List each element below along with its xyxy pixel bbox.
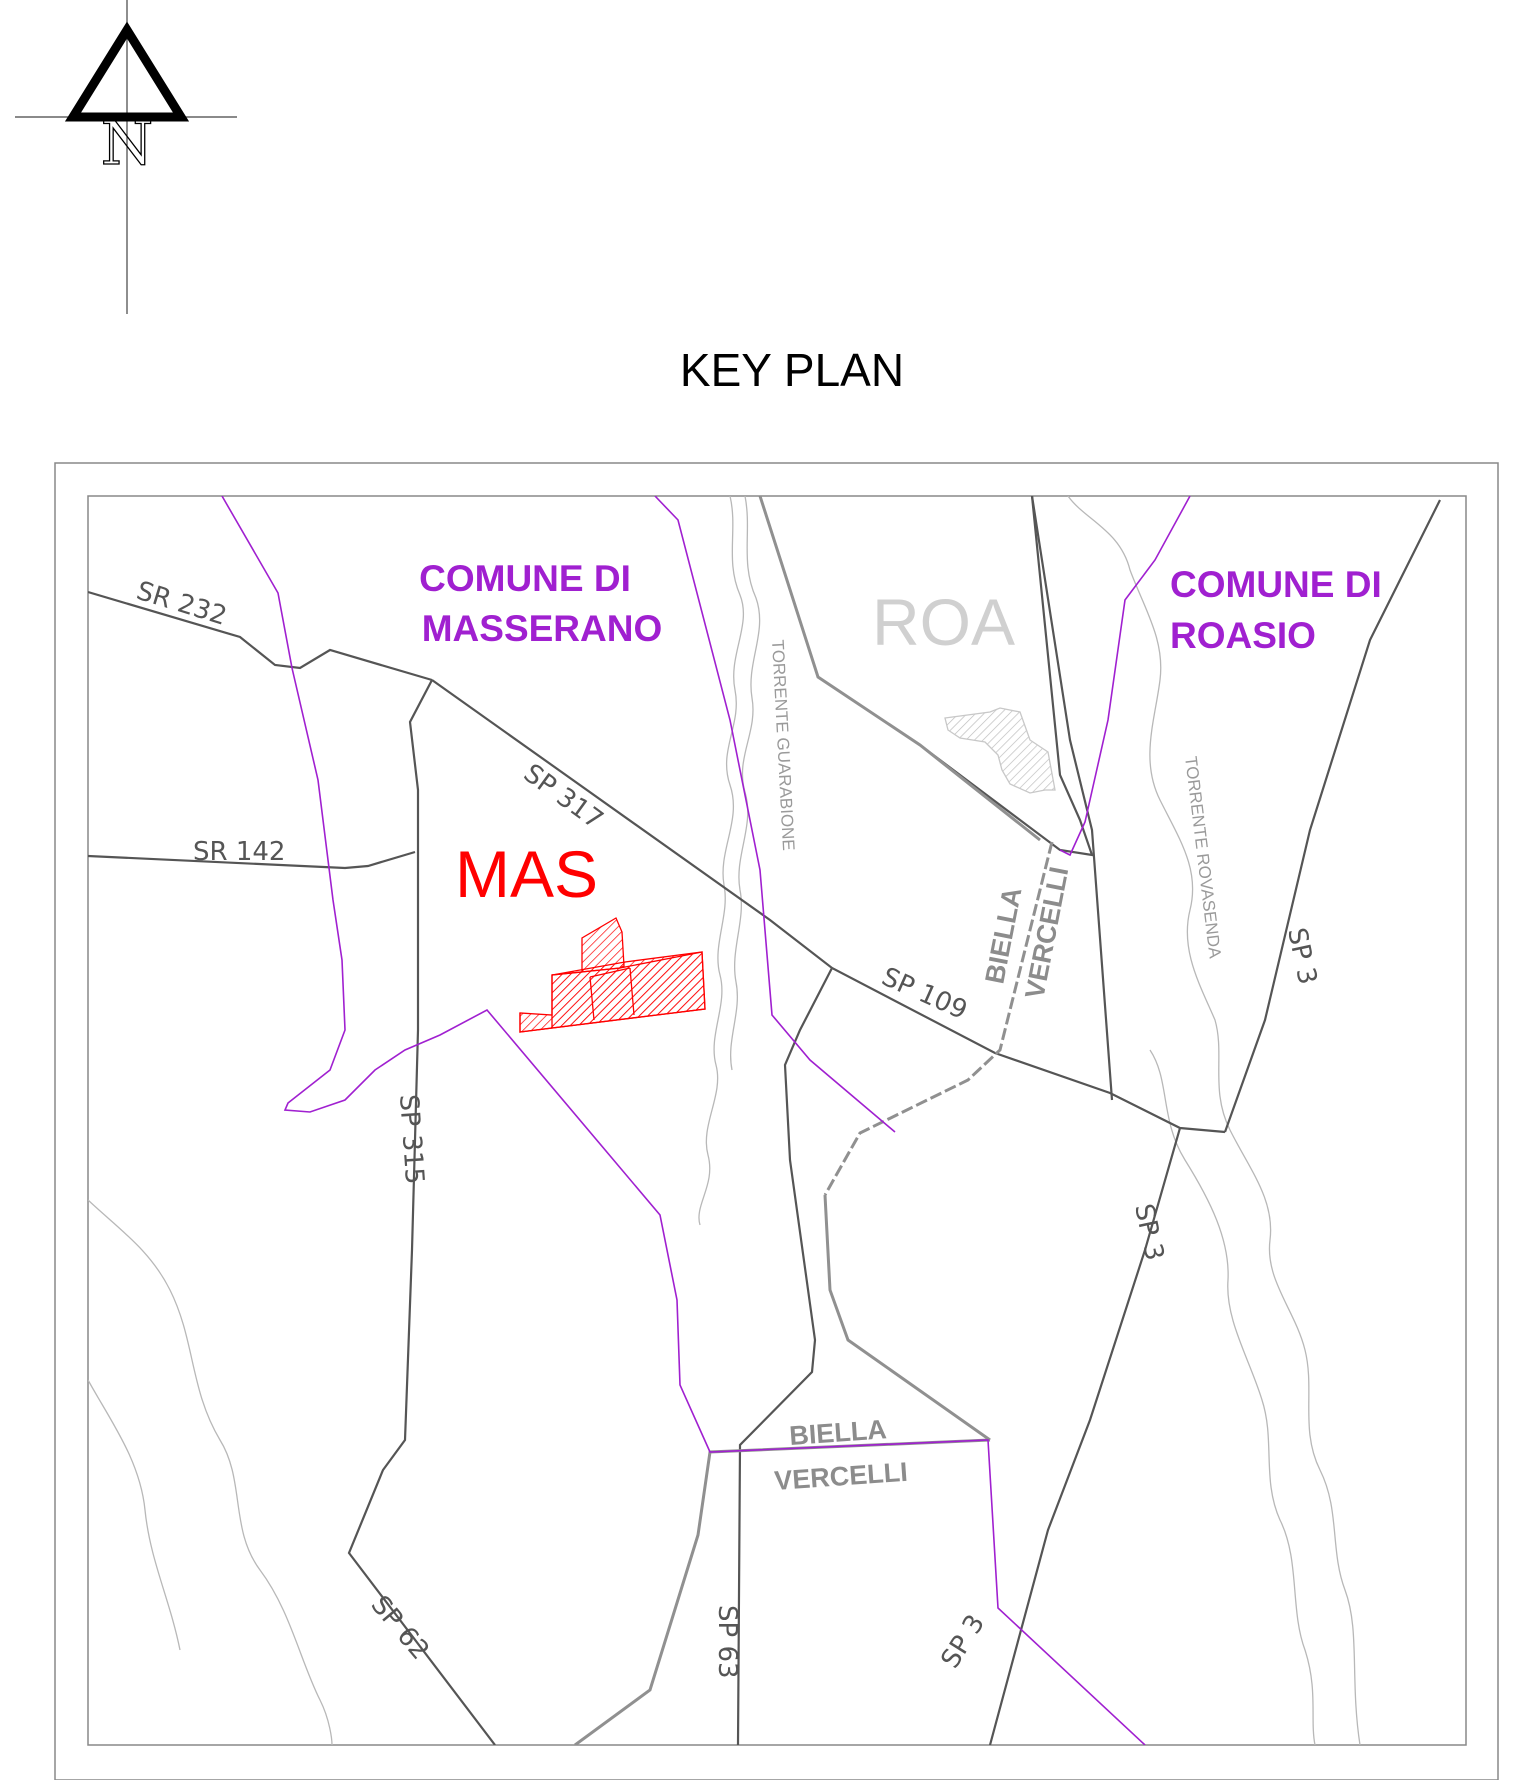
map-frame — [87, 495, 1467, 1746]
road-sp315 — [347, 679, 496, 1745]
railway-label-lower-vercelli: VERCELLI — [773, 1457, 908, 1496]
municipal-boundary — [221, 496, 1191, 1745]
river-rovasenda — [1067, 496, 1361, 1745]
site-label-roa: ROA — [872, 585, 1015, 659]
north-letter: N — [101, 109, 154, 179]
railway — [574, 496, 1054, 1745]
road-sr232 — [88, 590, 433, 682]
road-mid — [736, 967, 833, 1745]
roa-site — [944, 707, 1056, 794]
road-sp3-east — [1223, 499, 1441, 1133]
road-label-sp3-south: SP 3 — [935, 1609, 991, 1673]
railway-crossing — [823, 841, 1054, 1196]
site-label-mas: MAS — [455, 837, 598, 911]
river-guarabione — [698, 496, 745, 1226]
roads — [88, 496, 1441, 1745]
boundary-north-east — [1059, 496, 1191, 857]
railway-upper — [758, 496, 1041, 842]
road-label-sp317: SP 317 — [518, 758, 609, 835]
river-small — [88, 1379, 181, 1651]
boundary-west — [221, 496, 1146, 1745]
municipality-roasio-line1: COMUNE DI — [1170, 564, 1382, 605]
road-label-sr142: SR 142 — [193, 837, 285, 867]
river-west — [88, 1199, 333, 1745]
railway-label-upper-vercelli: VERCELLI — [1019, 864, 1074, 1001]
river-label-guarabione: TORRENTE GUARABIONE — [768, 639, 798, 851]
road-north-col — [1030, 496, 1114, 1101]
boundary-east — [654, 496, 896, 1133]
road-sr142 — [88, 850, 416, 870]
mas-site — [519, 917, 706, 1033]
road-label-sr232: SR 232 — [133, 576, 230, 632]
municipality-label-roasio: COMUNE DI ROASIO — [1170, 564, 1382, 656]
rivers — [88, 496, 1361, 1745]
road-center-north — [758, 496, 1094, 857]
road-label-sp315: SP 315 — [393, 1093, 429, 1185]
municipality-masserano-line1: COMUNE DI — [419, 558, 631, 599]
road-label-sp63: SP 63 — [712, 1605, 742, 1679]
municipality-masserano-line2: MASSERANO — [422, 608, 663, 649]
road-label-sp62: SP 62 — [365, 1590, 435, 1666]
page-title: KEY PLAN — [680, 344, 904, 396]
outer-frame — [54, 462, 1499, 1780]
road-sp3-south — [988, 1127, 1182, 1745]
railway-label-lower-biella: BIELLA — [788, 1414, 887, 1451]
municipality-roasio-line2: ROASIO — [1170, 615, 1316, 656]
municipality-label-masserano: COMUNE DI MASSERANO — [419, 558, 662, 649]
river-rovasenda-bank — [1149, 1049, 1316, 1745]
road-label-sp3-north: SP 3 — [1281, 925, 1322, 987]
north-arrow-icon: N — [15, 0, 237, 314]
railway-lower — [823, 1194, 991, 1442]
road-label-sp3-mid: SP 3 — [1128, 1201, 1169, 1263]
